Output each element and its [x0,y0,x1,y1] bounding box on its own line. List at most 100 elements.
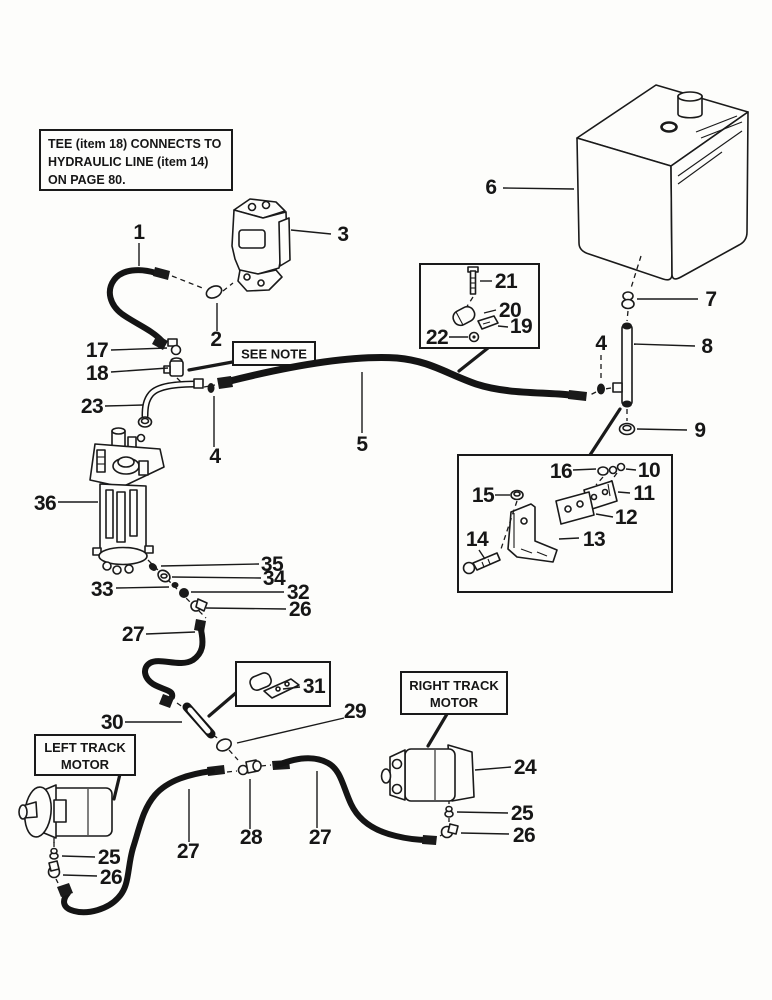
fitting-35 [148,563,158,571]
hose-27-upper-run [142,619,239,761]
note-line-1: TEE (item 18) CONNECTS TO [48,137,222,151]
note-line-3: ON PAGE 80. [48,173,126,187]
nut-16 [597,466,609,476]
note-box-frame [39,129,233,191]
callout-16: 16 [550,460,572,483]
right-track-motor: RIGHT TRACK MOTOR [380,671,508,802]
clamp-20 [452,305,476,327]
tube-8-tee [612,382,623,393]
right-motor-frame [400,671,508,715]
callout-29: 29 [344,700,366,723]
right-motor-label-1: RIGHT TRACK [409,678,499,693]
see-note-frame [232,341,316,366]
callout-4-left: 4 [209,445,221,468]
callout-15: 15 [472,484,495,507]
inset-box-bracket-parts [457,407,673,593]
fitting-4-right [597,383,605,395]
screw-10b [616,462,626,472]
inset-box-clamp-parts [419,263,540,373]
callout-28: 28 [240,826,263,849]
control-valve [231,198,291,292]
left-motor-label-1: LEFT TRACK [44,740,126,755]
callout-27-lower-left: 27 [177,840,199,863]
hose-5-ferrule-left [217,376,233,389]
see-note-box: SEE NOTE [187,341,316,372]
fitting-29 [216,738,232,752]
callout-5: 5 [356,433,368,456]
callout-19: 19 [510,315,532,338]
hose-27-lower-right [275,755,459,845]
callout-1: 1 [133,221,145,244]
callout-17: 17 [86,339,108,362]
callout-23: 23 [81,395,103,418]
callout-26-right: 26 [513,824,535,847]
callout-34: 34 [263,567,286,590]
right-motor-label-2: MOTOR [430,695,479,710]
fitting-33 [171,582,179,588]
callout-25-left: 25 [98,846,121,869]
angle-bracket-13 [507,503,558,563]
callout-numbers: 1 2 3 4 4 5 6 7 8 9 10 11 12 13 14 15 16… [34,176,717,889]
pump-assembly-36 [89,427,165,575]
callout-9: 9 [694,419,705,442]
hose-27-ferrule-bottom [159,694,174,708]
bolt-14 [462,561,476,575]
hose-1-ferrule-top [153,267,170,280]
tube-8 [621,324,633,406]
callout-21: 21 [495,270,518,293]
callout-30: 30 [101,711,123,734]
callout-4-right: 4 [595,332,607,355]
callout-26-chain: 26 [289,598,311,621]
hose-end-ferrule [422,835,437,845]
callout-8: 8 [701,335,713,358]
callout-35: 35 [261,553,284,576]
fittings-17-18-elbow-23 [137,338,204,428]
callout-11: 11 [633,482,655,505]
callout-3: 3 [337,223,348,246]
left-motor-frame [34,734,136,776]
elbow-tube-23 [141,380,203,420]
hose-27-lower-left [47,768,215,916]
callout-7: 7 [705,288,716,311]
callout-13: 13 [583,528,605,551]
callout-32: 32 [287,581,309,604]
callout-14: 14 [466,528,489,551]
callout-22: 22 [426,326,448,349]
callout-2: 2 [210,328,221,351]
callout-6: 6 [485,176,496,199]
left-track-motor: LEFT TRACK MOTOR [18,734,136,846]
hose-1-ferrule-bottom [152,335,168,350]
callout-31: 31 [303,675,326,698]
callout-33: 33 [91,578,113,601]
hose-5-ferrule-right [568,390,587,401]
leader-lines [58,187,698,877]
callout-10: 10 [638,459,660,482]
inset-box-clamp-31 [207,661,331,718]
callout-27-upper: 27 [122,623,144,646]
callout-18: 18 [86,362,109,385]
inset-box-1-frame [419,263,540,349]
callout-36: 36 [34,492,56,515]
motor-24-body [404,748,456,802]
screw-10a [608,465,618,475]
left-motor-label-2: MOTOR [61,757,110,772]
callout-27-lower-right: 27 [309,826,331,849]
see-note-label: SEE NOTE [241,347,307,362]
callout-12: 12 [615,506,637,529]
hydraulic-tank [576,84,749,281]
note-box: TEE (item 18) CONNECTS TO HYDRAULIC LINE… [39,129,233,191]
hose-end-ferrule [57,883,73,897]
hose-5 [203,354,587,401]
callout-20: 20 [499,299,521,322]
clamp-31 [249,672,272,691]
hose-1-assembly [106,267,234,350]
tank-return-line-parts [589,255,642,436]
block-12 [555,491,595,525]
ring-2 [205,285,223,299]
callout-24: 24 [514,756,537,779]
callout-26-left: 26 [100,866,122,889]
fitting-4-left [207,383,215,393]
note-line-2: HYDRAULIC LINE (item 14) [48,155,208,169]
